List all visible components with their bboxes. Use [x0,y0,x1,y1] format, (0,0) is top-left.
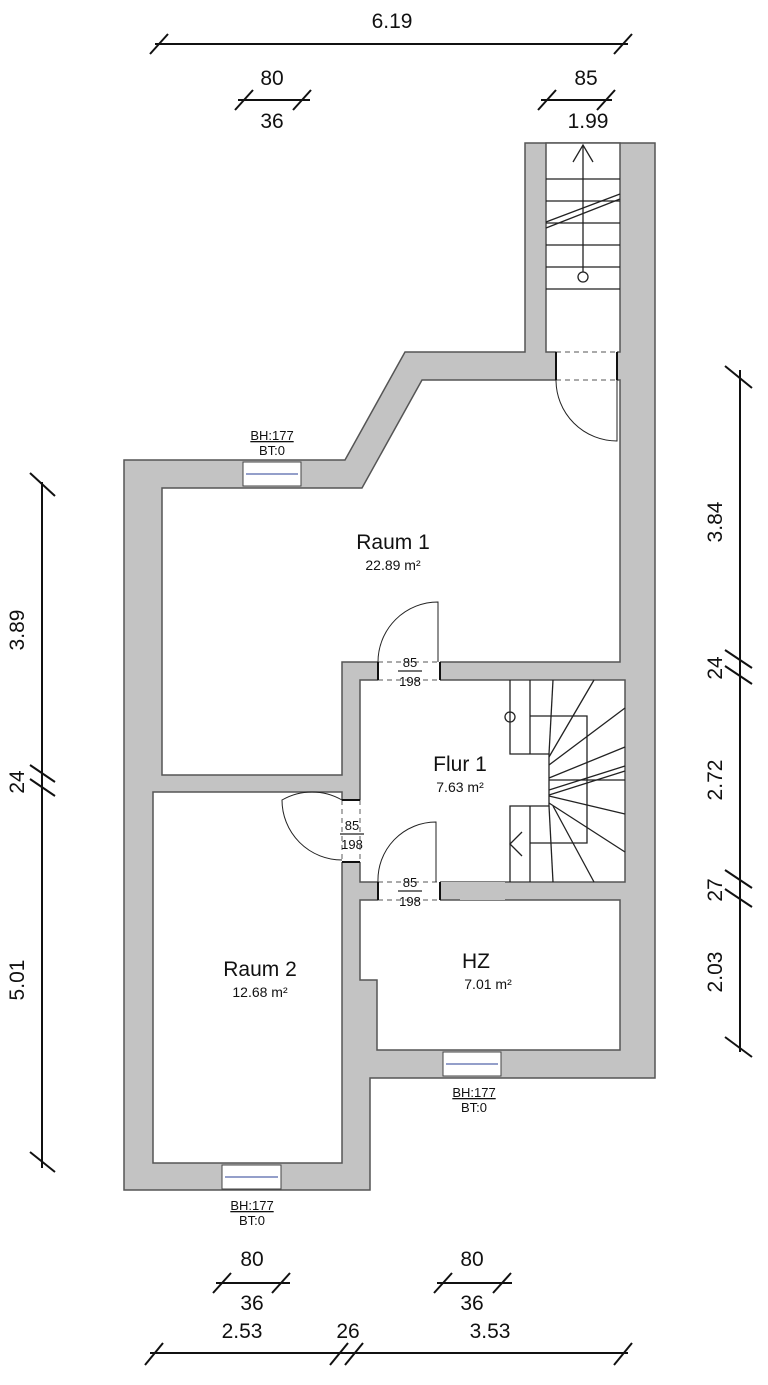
room-flur-1 [359,679,626,883]
room-area: 7.63 m² [436,779,484,795]
dim-bottom-win1-width: 80 [240,1248,263,1271]
door-width: 85 [403,655,417,670]
door-height: 198 [399,894,421,909]
room-raum-2 [152,791,343,1164]
dim-top-door-width: 85 [574,67,597,90]
window-bt: BT:0 [239,1213,265,1228]
room-area: 22.89 m² [365,557,421,573]
room-name: HZ [462,950,490,973]
door-opening-raum2 [340,800,362,862]
dim-left: 24 [6,770,29,794]
room-hz [359,899,621,1051]
window-bh: BH:177 [452,1085,495,1100]
dim-right: 27 [704,878,727,901]
window-bh: BH:177 [230,1198,273,1213]
door-width: 85 [403,875,417,890]
door-width: 85 [345,818,359,833]
dim-bottom-win2-height: 36 [460,1292,483,1315]
dim-bottom-win1-height: 36 [240,1292,263,1315]
window-bt: BT:0 [259,443,285,458]
dim-top-window-width: 80 [260,67,283,90]
windows [221,461,502,1190]
dim-right: 24 [704,656,727,680]
dim-right: 3.84 [704,501,727,542]
window-bh: BH:177 [250,428,293,443]
dim-right: 2.03 [704,952,727,993]
dim-top-window-height: 36 [260,110,283,133]
hz-niche [440,882,505,900]
dim-right: 2.72 [704,760,727,801]
door-thresholds [341,351,617,901]
door-height: 198 [341,837,363,852]
dim-left: 3.89 [6,610,29,651]
door-jambs [342,352,618,900]
winding-staircase [504,679,626,883]
dim-bottom: 26 [336,1320,359,1343]
room-area: 12.68 m² [232,984,288,1000]
window-bt: BT:0 [461,1100,487,1115]
door-opening-stair [556,350,617,382]
dim-top-total: 6.19 [372,10,413,33]
room-name: Raum 1 [356,531,430,554]
room-name: Flur 1 [433,753,487,776]
dim-bottom: 3.53 [470,1320,511,1343]
straight-staircase [545,143,621,290]
door-swings [281,379,618,883]
door-height: 198 [399,674,421,689]
dim-bottom-win2-width: 80 [460,1248,483,1271]
room-name: Raum 2 [223,958,297,981]
room-area: 7.01 m² [464,976,512,992]
room-raum-1 [161,379,621,776]
dim-left: 5.01 [6,960,29,1001]
dim-top-door-height: 1.99 [568,110,609,133]
dimension-lines [29,33,753,1366]
dim-bottom: 2.53 [222,1320,263,1343]
